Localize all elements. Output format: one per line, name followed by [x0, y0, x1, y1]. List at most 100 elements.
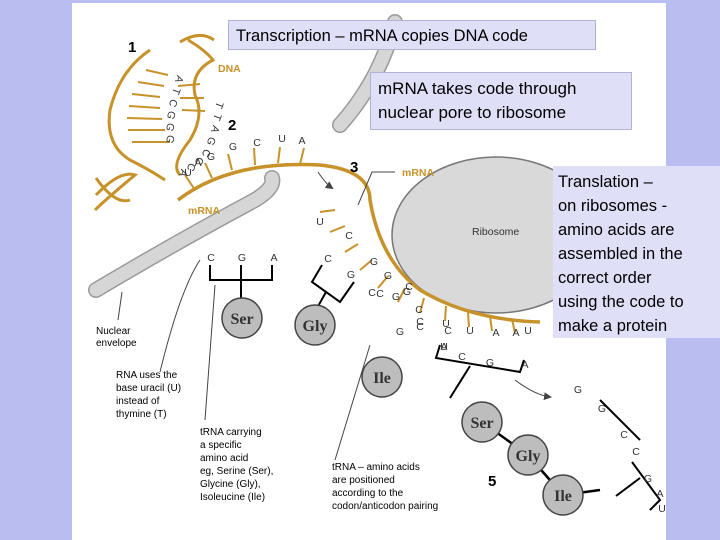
- mrna-base-letter: U: [184, 167, 192, 179]
- mrna-base-letter: A: [194, 157, 201, 169]
- ile-anticodon-bases: UC G A: [440, 341, 528, 371]
- dna-base-letter: T: [212, 100, 226, 111]
- codon-base-letter: C: [405, 281, 413, 293]
- codon-base-letter: C: [324, 253, 332, 265]
- codon-base-letter: U: [524, 325, 532, 337]
- dna-base-letter: A: [176, 168, 190, 179]
- codon-base-letter: G: [384, 270, 392, 282]
- codon-base-letter: C: [345, 230, 353, 242]
- svg-text:Isoleucine (Ile): Isoleucine (Ile): [200, 492, 265, 503]
- ile-anticodon-letter: G: [486, 357, 494, 369]
- mrna-base-ticks: [184, 146, 516, 334]
- nuclear-pore-callout: mRNA takes code through nuclear pore to …: [370, 72, 632, 130]
- codon-base-letter: C: [416, 316, 424, 328]
- dna-base-letter: C: [166, 97, 180, 109]
- mrna-label-left: mRNA: [188, 205, 221, 217]
- dna-base-letter: T: [169, 86, 183, 97]
- svg-text:Glycine (Gly),: Glycine (Gly),: [200, 479, 261, 490]
- right-anticodon-letter: G: [598, 403, 606, 415]
- step-5-label: 5: [488, 473, 496, 490]
- dna-base-letter: G: [204, 135, 218, 147]
- ser-anticodon-letter: C: [207, 252, 215, 264]
- codon-base-letter: G: [396, 326, 404, 338]
- trna-carrying-label: tRNA carrying a specific amino acid eg, …: [200, 427, 273, 503]
- svg-text:Ser: Ser: [230, 311, 253, 328]
- svg-text:RNA uses the: RNA uses the: [116, 370, 178, 381]
- mrna-base-letter: G: [207, 151, 215, 163]
- mrna-base-letter: C: [253, 137, 261, 149]
- codon-base-letter: C: [368, 287, 376, 299]
- pointer-lines: [117, 171, 552, 461]
- dna-base-letter: T: [210, 112, 224, 123]
- dna-base-letter: A: [172, 74, 186, 85]
- rna-uracil-label: RNA uses the base uracil (U) instead of …: [116, 370, 181, 420]
- svg-text:are positioned: are positioned: [332, 475, 395, 486]
- step-1-label: 1: [128, 39, 136, 56]
- codon-base-letter: C: [415, 304, 423, 316]
- ile-anticodon-letter: U: [440, 341, 448, 353]
- svg-text:tRNA carrying: tRNA carrying: [200, 427, 262, 438]
- dna-base-letter: G: [163, 121, 177, 133]
- translation-callout: Translation – on ribosomes - amino acids…: [553, 166, 720, 338]
- nuclear-envelope-label: Nuclear envelope: [96, 326, 137, 349]
- dna-label: DNA: [218, 63, 241, 75]
- svg-text:codon/anticodon pairing: codon/anticodon pairing: [332, 501, 438, 512]
- mrna-label-top: mRNA: [402, 167, 435, 179]
- mrna-base-letter: U: [278, 133, 286, 145]
- transcription-callout: Transcription – mRNA copies DNA code: [228, 20, 596, 50]
- dna-base-letter: G: [164, 109, 178, 121]
- amino-acid-ser-2: Ser: [461, 401, 503, 443]
- svg-text:Ser: Ser: [470, 415, 493, 432]
- svg-text:envelope: envelope: [96, 338, 137, 349]
- nuclear-envelope: [89, 171, 279, 297]
- svg-text:thymine (T): thymine (T): [116, 409, 167, 420]
- svg-text:Ile: Ile: [554, 488, 572, 505]
- codon-base-letter: C: [376, 288, 384, 300]
- ile-anticodon-letter: C: [458, 351, 466, 363]
- mrna-strand: [176, 162, 541, 324]
- trna-right: [599, 399, 662, 511]
- dna-base-letter: C: [199, 147, 213, 159]
- svg-text:amino acid: amino acid: [200, 453, 248, 464]
- right-anticodon-letter: C: [632, 446, 640, 458]
- dna-rungs: [126, 69, 206, 143]
- codon-base-letter: U: [442, 318, 450, 330]
- svg-text:Gly: Gly: [303, 318, 328, 335]
- dna-base-letter: C: [192, 155, 206, 167]
- dna-base-letter: C: [184, 161, 198, 173]
- codon-base-letter: A: [512, 327, 519, 339]
- codon-base-letter: C: [416, 321, 424, 333]
- amino-acid-ser-1: Ser: [221, 297, 263, 339]
- mrna-base-letter: A: [298, 135, 305, 147]
- codon-base-letter: U: [466, 325, 474, 337]
- ser-anticodon-letter: A: [270, 252, 277, 264]
- right-anticodon-letter: G: [574, 384, 582, 396]
- svg-text:tRNA – amino acids: tRNA – amino acids: [332, 462, 420, 473]
- amino-acid-gly-2: Gly: [507, 434, 549, 476]
- codon-base-letter: C: [444, 325, 452, 337]
- step-2-label: 2: [228, 117, 236, 134]
- svg-text:according to the: according to the: [332, 488, 404, 499]
- dna-base-letter: G: [163, 133, 177, 145]
- svg-text:eg, Serine (Ser),: eg, Serine (Ser),: [200, 466, 273, 477]
- amino-acid-gly-1: Gly: [294, 304, 336, 346]
- amino-acid-ile-1: Ile: [361, 356, 403, 398]
- codon-base-letter: G: [347, 269, 355, 281]
- trna-positioned-label: tRNA – amino acids are positioned accord…: [332, 462, 438, 512]
- svg-text:base uracil (U): base uracil (U): [116, 383, 181, 394]
- codon-base-letter: G: [370, 256, 378, 268]
- codon-base-letter: G: [403, 286, 411, 298]
- svg-text:Gly: Gly: [516, 448, 541, 465]
- svg-text:Ile: Ile: [373, 370, 391, 387]
- ser-anticodon-letter: G: [238, 252, 246, 264]
- svg-text:a specific: a specific: [200, 440, 242, 451]
- codon-base-letter: G: [392, 291, 400, 303]
- codon-base-letter: A: [440, 341, 447, 353]
- dna-base-letter: A: [208, 124, 222, 135]
